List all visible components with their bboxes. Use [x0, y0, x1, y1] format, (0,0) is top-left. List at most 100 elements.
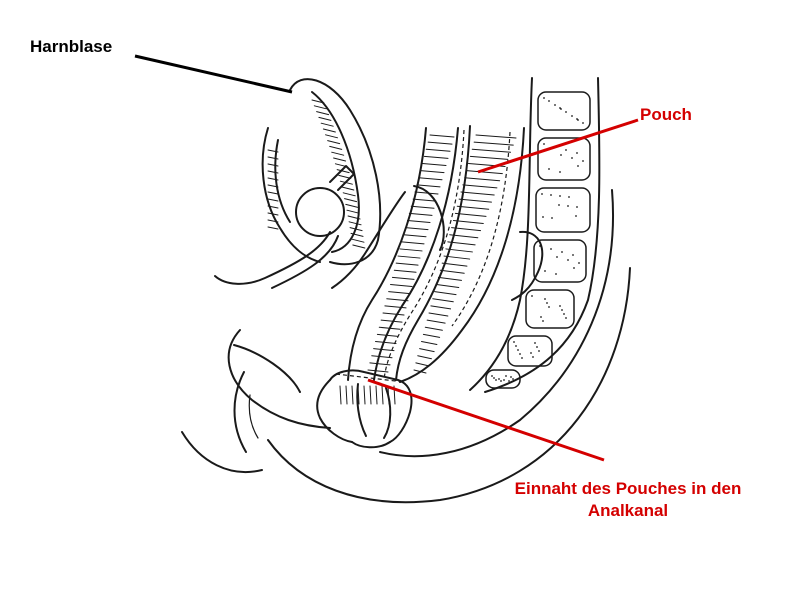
pouch-wall-stroke	[441, 262, 468, 267]
pouch-wall-stroke	[403, 234, 427, 238]
bone-dot	[576, 206, 578, 208]
pouch-wall-stroke	[424, 326, 443, 331]
bone-dot	[544, 298, 546, 300]
bladder-wall-stroke	[331, 151, 345, 156]
bone-dot	[495, 379, 497, 381]
pouch-wall-stroke	[418, 177, 443, 181]
bone-dot	[531, 295, 533, 297]
bladder-wall-stroke	[351, 238, 365, 243]
bladder-wall-stroke	[267, 205, 279, 209]
bladder-wall-stroke	[350, 232, 364, 237]
bladder-wall-stroke	[313, 105, 327, 110]
bladder-wall-stroke	[267, 184, 279, 188]
pouch-wall-stroke	[405, 227, 429, 231]
pouch-wall-stroke	[434, 291, 457, 296]
pouch-wall-stroke	[422, 333, 441, 338]
bladder-wall-stroke	[318, 116, 332, 121]
anal-canal-stroke	[369, 385, 372, 405]
bladder-wall-stroke	[267, 198, 279, 202]
bone-dot	[513, 341, 515, 343]
bone-dot	[543, 97, 545, 99]
label-anastomosis-line1: Einnaht des Pouches in den	[514, 479, 742, 498]
bladder-wall-stroke	[267, 149, 279, 153]
bone-dot	[577, 165, 579, 167]
anal-canal-stroke	[345, 385, 348, 405]
bone-dot	[519, 353, 521, 355]
anal-canal-stroke	[363, 385, 366, 405]
bladder-drawing	[214, 78, 382, 289]
pouch-wall-stroke	[429, 134, 455, 138]
pouch-wall-stroke	[425, 148, 451, 152]
bone-dot	[546, 302, 548, 304]
bone-dot	[578, 262, 580, 264]
pouch-wall-stroke	[420, 170, 445, 174]
bone-dot	[544, 270, 546, 272]
bladder-wall-stroke	[352, 244, 366, 249]
bone-dot	[576, 118, 578, 120]
bone-dot	[493, 377, 495, 379]
pouch-leader-line	[477, 118, 639, 174]
bone-dot	[550, 248, 552, 250]
pouch-wall-stroke	[469, 155, 509, 160]
bladder-wall-stroke	[342, 192, 356, 197]
bone-dot	[567, 259, 569, 261]
pouch-wall-stroke	[460, 191, 495, 196]
pouch-wall-stroke	[412, 198, 437, 202]
pouch-wall-stroke	[451, 227, 482, 232]
bone-dot	[561, 251, 563, 253]
vertebra-segment	[533, 239, 587, 283]
pouch-wall-stroke	[449, 234, 479, 239]
bone-dot	[560, 154, 562, 156]
bladder-wall-stroke	[267, 191, 279, 195]
pouch-wall-stroke	[384, 305, 407, 309]
bone-dot	[572, 254, 574, 256]
bone-dot	[500, 380, 502, 382]
pouch-wall-stroke	[395, 262, 419, 266]
pouch-wall-stroke	[452, 219, 484, 224]
bone-dot	[543, 143, 545, 145]
anal-canal-stroke	[351, 385, 354, 405]
pouch-wall-stroke	[408, 212, 433, 216]
bone-dot	[491, 375, 493, 377]
pouch-wall-stroke	[388, 291, 411, 295]
pouch-wall-stroke	[399, 248, 423, 252]
bone-dot	[503, 379, 505, 381]
bone-dot	[541, 193, 543, 195]
bladder-wall-stroke	[349, 227, 363, 232]
bladder-wall-stroke	[311, 99, 325, 104]
label-anastomosis: Einnaht des Pouches in den Analkanal	[478, 478, 778, 522]
bladder-wall-stroke	[267, 163, 279, 167]
bone-dot	[548, 168, 550, 170]
bone-dot	[575, 215, 577, 217]
anastomosis-leader-line	[367, 378, 605, 462]
pouch-wall-stroke	[390, 284, 413, 288]
pouch-wall-stroke	[421, 162, 447, 166]
bladder-wall-stroke	[267, 156, 279, 160]
anal-canal-drawing	[316, 369, 413, 449]
pouch-wall-stroke	[382, 312, 405, 316]
bone-dot	[542, 216, 544, 218]
bone-dot	[559, 195, 561, 197]
sacrum-coccyx	[469, 77, 601, 393]
bone-dot	[582, 122, 584, 124]
bone-dot	[559, 171, 561, 173]
bladder-wall-stroke	[344, 198, 358, 203]
pouch-wall-stroke	[473, 141, 514, 146]
bladder-leader-line	[134, 54, 293, 94]
bone-dot	[559, 107, 561, 109]
bone-dot	[551, 217, 553, 219]
bladder-wall-stroke	[320, 122, 334, 127]
bladder-wall-stroke	[345, 203, 359, 208]
vertebra-segment	[537, 137, 591, 181]
pouch-wall-stroke	[443, 255, 471, 260]
vertebra-segment	[537, 91, 591, 131]
bone-dot	[550, 194, 552, 196]
bone-dot	[565, 317, 567, 319]
anal-canal-stroke	[357, 385, 360, 405]
pouch-wall-stroke	[454, 212, 487, 217]
bladder-wall-stroke	[325, 134, 339, 139]
anal-canal-stroke	[381, 385, 384, 405]
catheter-balloon	[295, 187, 345, 237]
bladder-wall-stroke	[267, 170, 279, 174]
